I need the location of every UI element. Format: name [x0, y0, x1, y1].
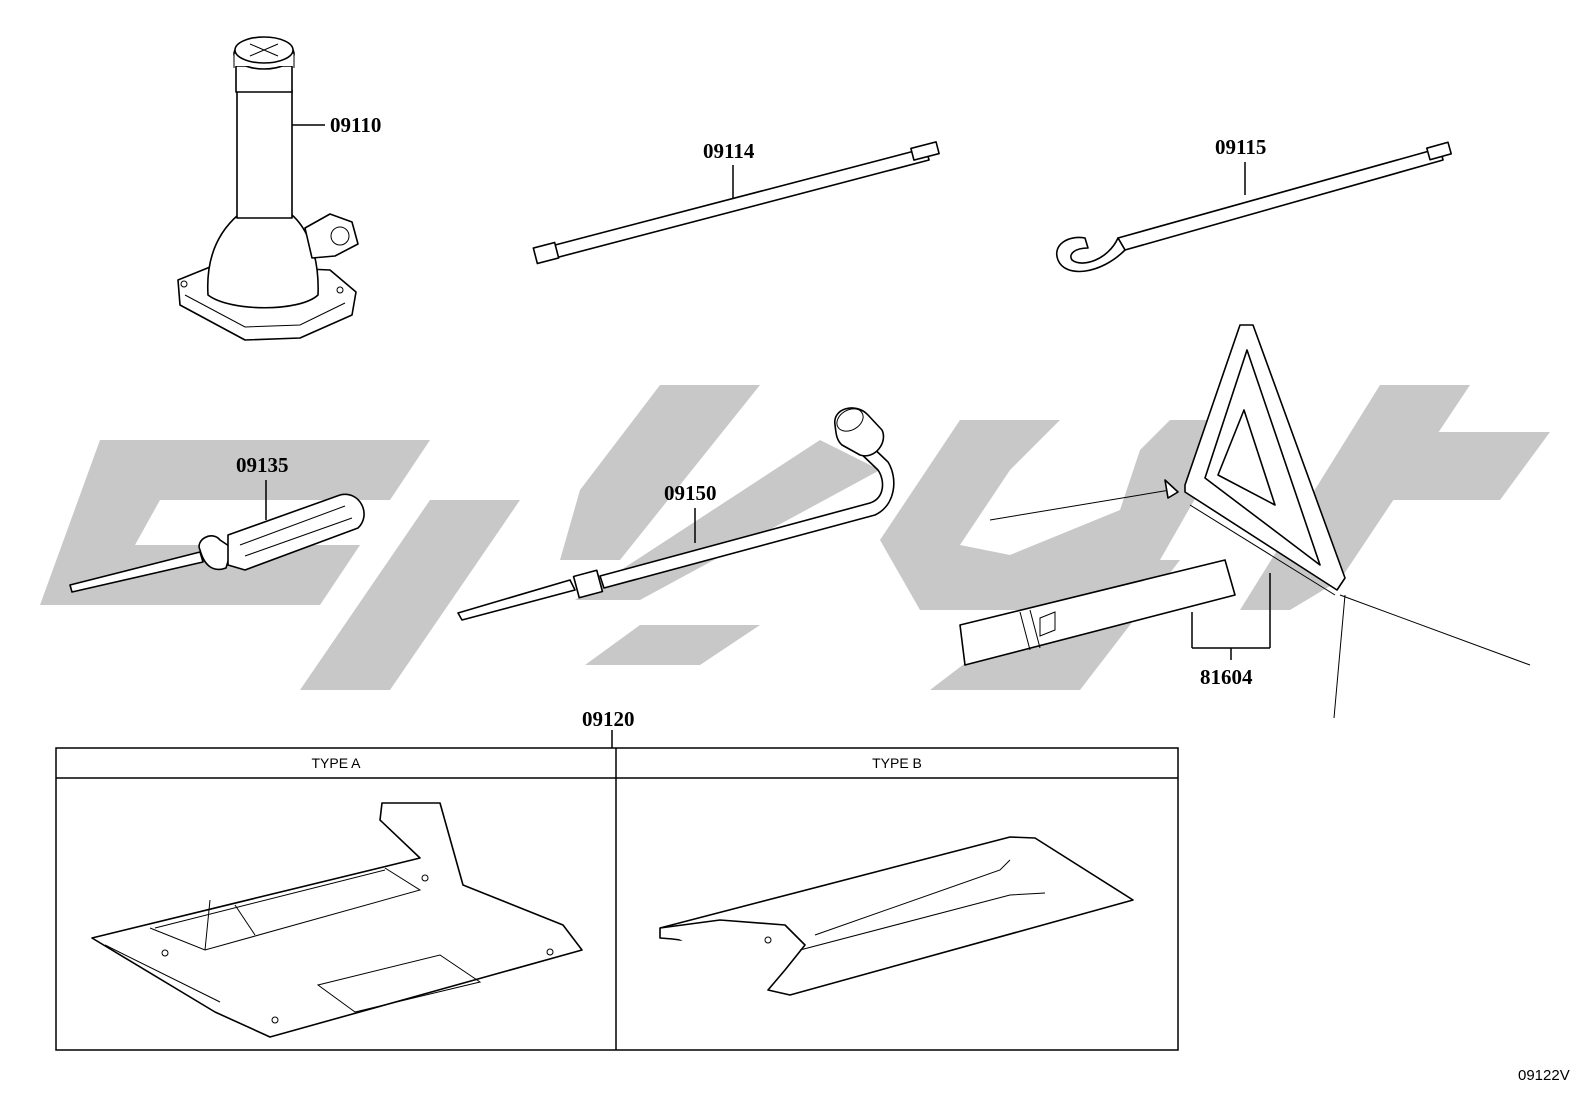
label-tool-tray: 09120 [582, 707, 635, 731]
jack-drawing [177, 36, 359, 341]
screwdriver-drawing [69, 493, 365, 593]
lug-wrench-drawing [457, 407, 895, 621]
tool-tray-table [55, 747, 1179, 1051]
tray-type-b-drawing [659, 836, 1134, 996]
diagram-code: 09122V [1518, 1067, 1570, 1084]
extension-bar-drawing [532, 141, 940, 265]
warning-triangle-drawing [959, 324, 1531, 719]
label-jack: 09110 [330, 113, 381, 137]
label-warning-triangle: 81604 [1200, 665, 1253, 689]
tray-type-a-drawing [91, 802, 583, 1038]
label-hook-handle: 09115 [1215, 135, 1266, 159]
type-a-header: TYPE A [311, 755, 361, 771]
label-screwdriver: 09135 [236, 453, 289, 477]
label-extension-bar: 09114 [703, 139, 755, 163]
type-b-header: TYPE B [872, 755, 922, 771]
label-lug-wrench: 09150 [664, 481, 717, 505]
hook-handle-drawing [1055, 141, 1453, 273]
